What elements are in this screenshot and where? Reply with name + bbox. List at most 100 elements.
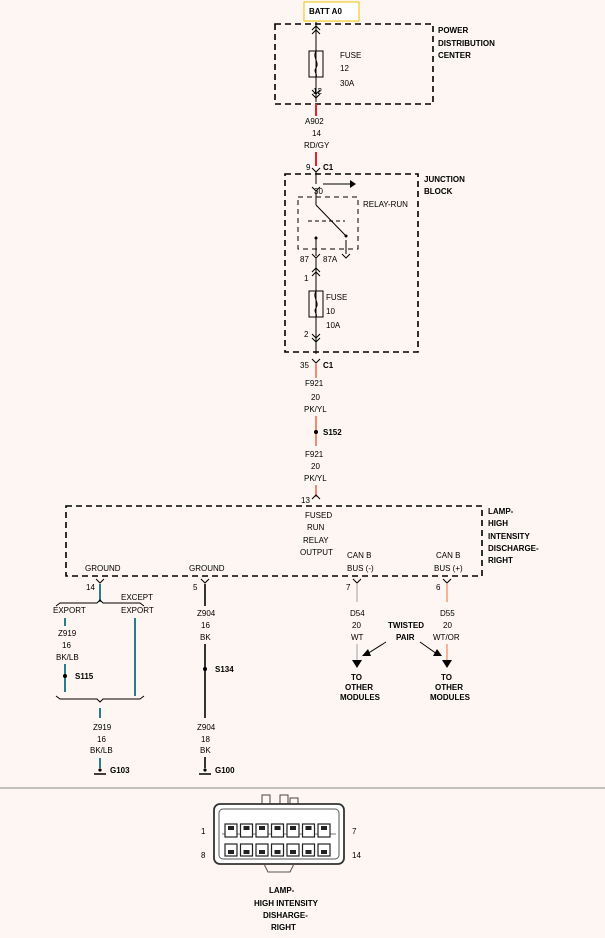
connector-pin-top-left: 1: [201, 827, 206, 836]
wire-z904-color-2: BK: [200, 746, 211, 755]
fused-text-line1: FUSED: [305, 511, 332, 520]
export-label: EXPORT: [53, 606, 86, 615]
canb-pos-terminal: [442, 578, 452, 584]
lamp-title-line2: HIGH: [488, 519, 508, 528]
lamp-title-line1: LAMP-: [488, 507, 514, 516]
can-pos-arrow-icon: [442, 660, 452, 668]
to-other-modules-right-line3: MODULES: [430, 693, 471, 702]
ground-g100-icon: [199, 768, 211, 775]
relay-run: [297, 172, 359, 259]
splice-s152-dot: [314, 430, 318, 434]
junction-block-box: [284, 173, 419, 353]
junction-title-line2: BLOCK: [424, 187, 453, 196]
connector-cavity: [286, 823, 300, 838]
connector-cavity-latch: [259, 850, 265, 854]
junction-connector-in: C1: [323, 163, 334, 172]
junction-fuse-pin1: 1: [304, 274, 309, 283]
pdc-title-line2: DISTRIBUTION: [438, 39, 495, 48]
wire-f921-gauge-2: 20: [311, 462, 320, 471]
wire-z904-circuit-2: Z904: [197, 723, 216, 732]
wire-d55-gauge: 20: [443, 621, 452, 630]
connector-cavity: [301, 823, 316, 838]
ground2-terminal: [200, 578, 210, 584]
power-distribution-center-box: [274, 23, 434, 105]
canb-pos-label-line2: BUS (+): [434, 564, 463, 573]
relay-pin-87a: 87A: [323, 255, 338, 264]
wire-z904-circuit: Z904: [197, 609, 216, 618]
pdc-title-line3: CENTER: [438, 51, 471, 60]
connector-cavity-latch: [274, 826, 281, 830]
wire-z919-circuit: Z919: [58, 629, 77, 638]
battery-label-box: [303, 1, 360, 22]
lamp-pin13-terminal: [311, 494, 321, 500]
connector-cavity: [255, 823, 269, 838]
relay-pin-30: 30: [314, 187, 323, 196]
connector-cavity-latch: [305, 826, 312, 830]
ground2-pin: 5: [193, 583, 198, 592]
wire-z919-circuit-2: Z919: [93, 723, 112, 732]
junction-fuse: [308, 258, 324, 354]
connector-pin-top-right: 7: [352, 827, 357, 836]
junction-fuse-rating: 10A: [326, 321, 341, 330]
junction-pin-out: 35: [300, 361, 309, 370]
relay-run-label: RELAY-RUN: [363, 200, 408, 209]
except-export-label-line1: EXCEPT: [121, 593, 153, 602]
ground1-terminal: [95, 578, 105, 584]
splice-s134-dot: [203, 667, 207, 671]
to-other-modules-left-line2: OTHER: [345, 683, 373, 692]
twisted-pair-label-line2: PAIR: [396, 633, 415, 642]
connector-cavity-latch: [259, 826, 265, 830]
wire-d54-circuit: D54: [350, 609, 365, 618]
lamp-title-line3: INTENSITY: [488, 532, 530, 541]
canb-pos-pin: 6: [436, 583, 441, 592]
connector-cavity-latch: [274, 850, 281, 854]
junction-pin-in: 9: [306, 163, 311, 172]
to-other-modules-right-line2: OTHER: [435, 683, 463, 692]
connector-cavity: [224, 823, 238, 838]
connector-cavity: [239, 823, 254, 838]
wire-f921-color-2: PK/YL: [304, 474, 327, 483]
splice-s134: S134: [215, 665, 234, 674]
connector-caption-line2: HIGH INTENSITY: [254, 899, 319, 908]
except-export-label-line2: EXPORT: [121, 606, 154, 615]
export-bracket-top: [55, 599, 145, 607]
junction-fuse-label: FUSE: [326, 293, 347, 302]
junction-title-line1: JUNCTION: [424, 175, 465, 184]
wire-a902-gauge: 14: [312, 129, 321, 138]
ground1-pin: 14: [86, 583, 95, 592]
connector-cavity: [317, 823, 331, 838]
wire-f921-color: PK/YL: [304, 405, 327, 414]
splice-s115-dot: [63, 674, 67, 678]
ground1-label: GROUND: [85, 564, 121, 573]
connector-cavity-latch: [228, 826, 234, 830]
connector-caption-line1: LAMP-: [269, 886, 295, 895]
twisted-pair-label-line1: TWISTED: [388, 621, 424, 630]
wire-z919-gauge: 16: [62, 641, 71, 650]
connector-cavity-latch: [305, 850, 312, 854]
canb-neg-terminal: [352, 578, 362, 584]
wire-f921-circuit-2: F921: [305, 450, 324, 459]
to-other-modules-right-line1: TO: [441, 673, 452, 682]
fused-text-line4: OUTPUT: [300, 548, 333, 557]
pdc-title-line1: POWER: [438, 26, 468, 35]
connector-cavity-latch: [321, 826, 327, 830]
connector-cavity-latch: [243, 850, 250, 854]
connector-pin-bottom-right: 14: [352, 851, 361, 860]
junction-fuse-pin2: 2: [304, 330, 309, 339]
connector-cavity-latch: [243, 826, 250, 830]
wire-a902-color: RD/GY: [304, 141, 330, 150]
wire-z919-color-2: BK/LB: [90, 746, 113, 755]
ground-g103: G103: [110, 766, 130, 775]
canb-neg-label-line1: CAN B: [347, 551, 371, 560]
connector-caption-line4: RIGHT: [271, 923, 296, 932]
ground-g103-icon: [94, 768, 106, 775]
connector-caption-line3: DISHARGE-: [263, 911, 308, 920]
connector-cavity-latch: [321, 850, 327, 854]
splice-s152: S152: [323, 428, 342, 437]
battery-label: BATT A0: [309, 7, 342, 16]
ground-g100: G100: [215, 766, 235, 775]
pdc-fuse-number: 12: [340, 64, 349, 73]
twisted-pair-arrows: [362, 641, 442, 656]
pdc-fuse: [308, 22, 324, 102]
